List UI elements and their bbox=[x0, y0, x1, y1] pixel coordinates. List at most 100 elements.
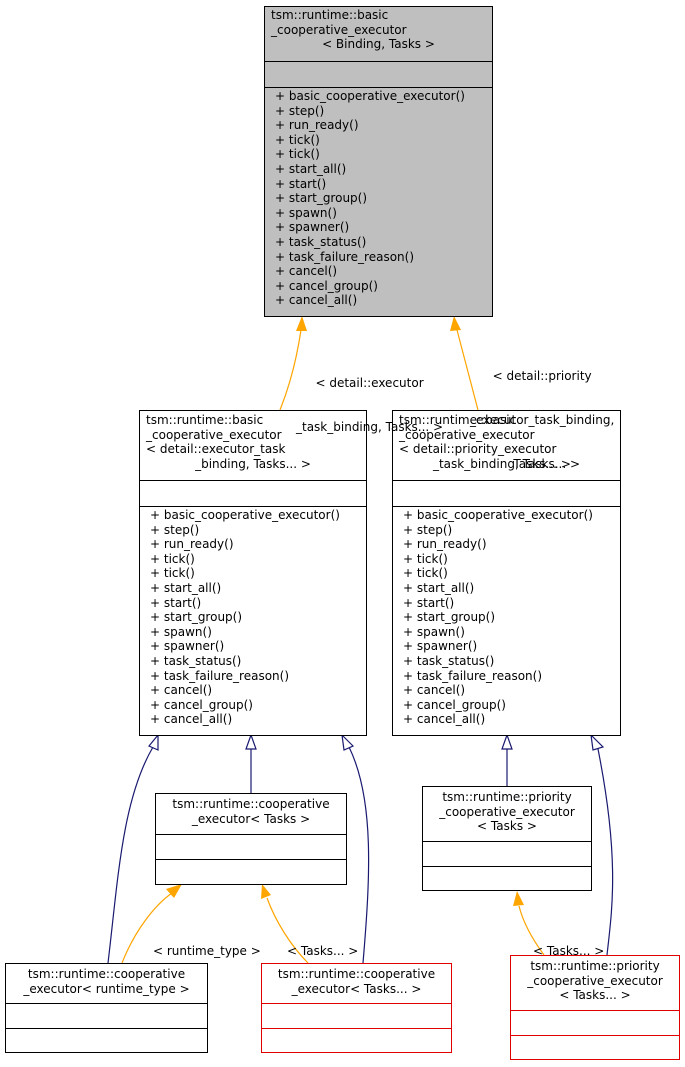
method-item: + run_ready() bbox=[150, 537, 234, 552]
method-item: + cancel_all() bbox=[150, 712, 233, 727]
node-title: tsm::runtime::cooperative _executor< run… bbox=[6, 964, 207, 1003]
method-item: + start() bbox=[150, 595, 202, 610]
title-line: tsm::runtime::cooperative bbox=[27, 967, 186, 981]
title-line: tsm::runtime::basic bbox=[399, 413, 517, 427]
method-item: + start_group() bbox=[150, 610, 243, 625]
method-item: + tick() bbox=[150, 551, 195, 566]
class-node-priority-cooperative-executor-tasks-pack[interactable]: tsm::runtime::priority _cooperative_exec… bbox=[510, 955, 680, 1060]
method-item: + spawner() bbox=[403, 639, 478, 654]
method-item: + basic_cooperative_executor() bbox=[403, 508, 593, 522]
title-line: tsm::runtime::basic bbox=[271, 8, 389, 22]
method-item: + task_status() bbox=[403, 653, 495, 668]
method-item: + start_all() bbox=[403, 580, 475, 595]
node-title: tsm::runtime::priority _cooperative_exec… bbox=[511, 956, 679, 1010]
arrowhead-coop-to-exec-binding bbox=[245, 733, 257, 750]
title-line: _cooperative_executor bbox=[527, 973, 663, 988]
title-line: _cooperative_executor bbox=[146, 427, 282, 442]
arrowhead-exec-binding-to-base bbox=[296, 316, 307, 331]
method-item: + cancel() bbox=[403, 683, 466, 698]
node-title: tsm::runtime::basic _cooperative_executo… bbox=[265, 7, 492, 61]
methods-section bbox=[6, 1028, 207, 1052]
edge-label-executor-task-binding: < detail::executor _task_binding, Tasks.… bbox=[296, 347, 443, 449]
attributes-section bbox=[140, 480, 366, 506]
class-node-cooperative-executor-tasks-pack[interactable]: tsm::runtime::cooperative _executor< Tas… bbox=[261, 963, 452, 1053]
methods-section bbox=[262, 1028, 451, 1052]
methods-section bbox=[423, 866, 591, 890]
method-item: + run_ready() bbox=[275, 118, 359, 133]
arrowhead-prio-pack-to-prio-binding bbox=[590, 733, 605, 751]
method-item: + task_failure_reason() bbox=[403, 668, 543, 683]
method-item: + tick() bbox=[403, 566, 448, 581]
arrowhead-prio-binding-to-base bbox=[450, 316, 461, 331]
edge-exec-binding-to-base bbox=[279, 329, 302, 411]
method-item: + start() bbox=[275, 176, 327, 191]
class-node-cooperative-executor-runtime-type[interactable]: tsm::runtime::cooperative _executor< run… bbox=[5, 963, 208, 1053]
edge-label-runtime-type: < runtime_type > bbox=[153, 915, 261, 973]
method-item: + task_status() bbox=[275, 234, 367, 249]
method-item: + spawner() bbox=[150, 639, 225, 654]
title-line: tsm::runtime::cooperative bbox=[277, 967, 436, 981]
method-item: + tick() bbox=[275, 147, 320, 162]
method-item: + cancel_all() bbox=[275, 293, 358, 308]
method-item: + start_group() bbox=[275, 191, 368, 206]
title-line: < detail::executor_task bbox=[146, 442, 286, 457]
method-item: + cancel() bbox=[150, 683, 213, 698]
title-line: < Binding, Tasks > bbox=[322, 37, 435, 52]
edge-coop-pack-to-exec-binding bbox=[348, 746, 370, 964]
class-node-priority-executor-task-binding[interactable]: tsm::runtime::basic _cooperative_executo… bbox=[392, 410, 621, 736]
edge-label-line: < detail::priority bbox=[492, 369, 592, 384]
arrowhead-coop-rt-to-coop bbox=[166, 884, 182, 898]
title-line: _executor< Tasks... > bbox=[291, 981, 422, 996]
edge-label-line: < detail::executor bbox=[315, 376, 424, 391]
title-line: tsm::runtime::basic bbox=[146, 413, 264, 427]
node-title: tsm::runtime::basic _cooperative_executo… bbox=[140, 411, 366, 480]
class-node-priority-cooperative-executor-tasks[interactable]: tsm::runtime::priority _cooperative_exec… bbox=[422, 786, 592, 891]
method-item: + step() bbox=[403, 522, 453, 537]
attributes-section bbox=[156, 834, 346, 859]
methods-section bbox=[156, 859, 346, 884]
method-item: + task_status() bbox=[150, 653, 242, 668]
class-node-cooperative-executor-tasks[interactable]: tsm::runtime::cooperative _executor< Tas… bbox=[155, 793, 347, 885]
method-item: + tick() bbox=[403, 551, 448, 566]
edge-prio-binding-to-base bbox=[456, 329, 479, 411]
method-item: + cancel() bbox=[275, 264, 338, 279]
edge-coop-rt-to-exec-binding bbox=[107, 746, 154, 964]
method-item: + step() bbox=[275, 103, 325, 118]
method-item: + tick() bbox=[150, 566, 195, 581]
methods-section: + basic_cooperative_executor() + step() … bbox=[265, 87, 492, 308]
method-item: + start_all() bbox=[150, 580, 222, 595]
method-item: + basic_cooperative_executor() bbox=[275, 89, 465, 103]
title-line: < Tasks... > bbox=[559, 988, 631, 1003]
title-line: _cooperative_executor bbox=[399, 427, 535, 442]
edge-prio-pack-to-prio bbox=[518, 905, 545, 956]
class-node-executor-task-binding[interactable]: tsm::runtime::basic _cooperative_executo… bbox=[139, 410, 367, 736]
edge-coop-rt-to-coop bbox=[121, 892, 173, 964]
attributes-section bbox=[393, 480, 620, 506]
arrowhead-coop-rt-to-exec-binding bbox=[148, 733, 159, 751]
method-item: + step() bbox=[150, 522, 200, 537]
title-line: _cooperative_executor bbox=[439, 804, 575, 819]
title-line: tsm::runtime::priority bbox=[530, 959, 660, 973]
edge-label-line: < Tasks... > bbox=[533, 944, 605, 959]
attributes-section bbox=[511, 1010, 679, 1035]
method-item: + start() bbox=[403, 595, 455, 610]
node-title: tsm::runtime::basic _cooperative_executo… bbox=[393, 411, 620, 480]
node-title: tsm::runtime::cooperative _executor< Tas… bbox=[156, 794, 346, 834]
method-item: + cancel_group() bbox=[403, 697, 506, 712]
method-item: + cancel_group() bbox=[150, 697, 253, 712]
method-item: + tick() bbox=[275, 132, 320, 147]
node-title: tsm::runtime::cooperative _executor< Tas… bbox=[262, 964, 451, 1003]
methods-section: + basic_cooperative_executor() + step() … bbox=[140, 506, 366, 727]
method-item: + spawn() bbox=[403, 624, 465, 639]
attributes-section bbox=[265, 61, 492, 87]
edge-label-tasks-pack-coop: < Tasks... > bbox=[287, 915, 358, 973]
edge-label-line: < runtime_type > bbox=[153, 944, 261, 959]
edge-label-line: < Tasks... > bbox=[287, 944, 359, 959]
method-item: + spawn() bbox=[275, 205, 337, 220]
edge-coop-pack-to-coop bbox=[266, 897, 309, 964]
method-item: + spawn() bbox=[150, 624, 212, 639]
method-item: + start_all() bbox=[275, 161, 347, 176]
title-line: tsm::runtime::cooperative bbox=[172, 797, 330, 811]
class-node-basic-cooperative-executor[interactable]: tsm::runtime::basic _cooperative_executo… bbox=[264, 6, 493, 317]
